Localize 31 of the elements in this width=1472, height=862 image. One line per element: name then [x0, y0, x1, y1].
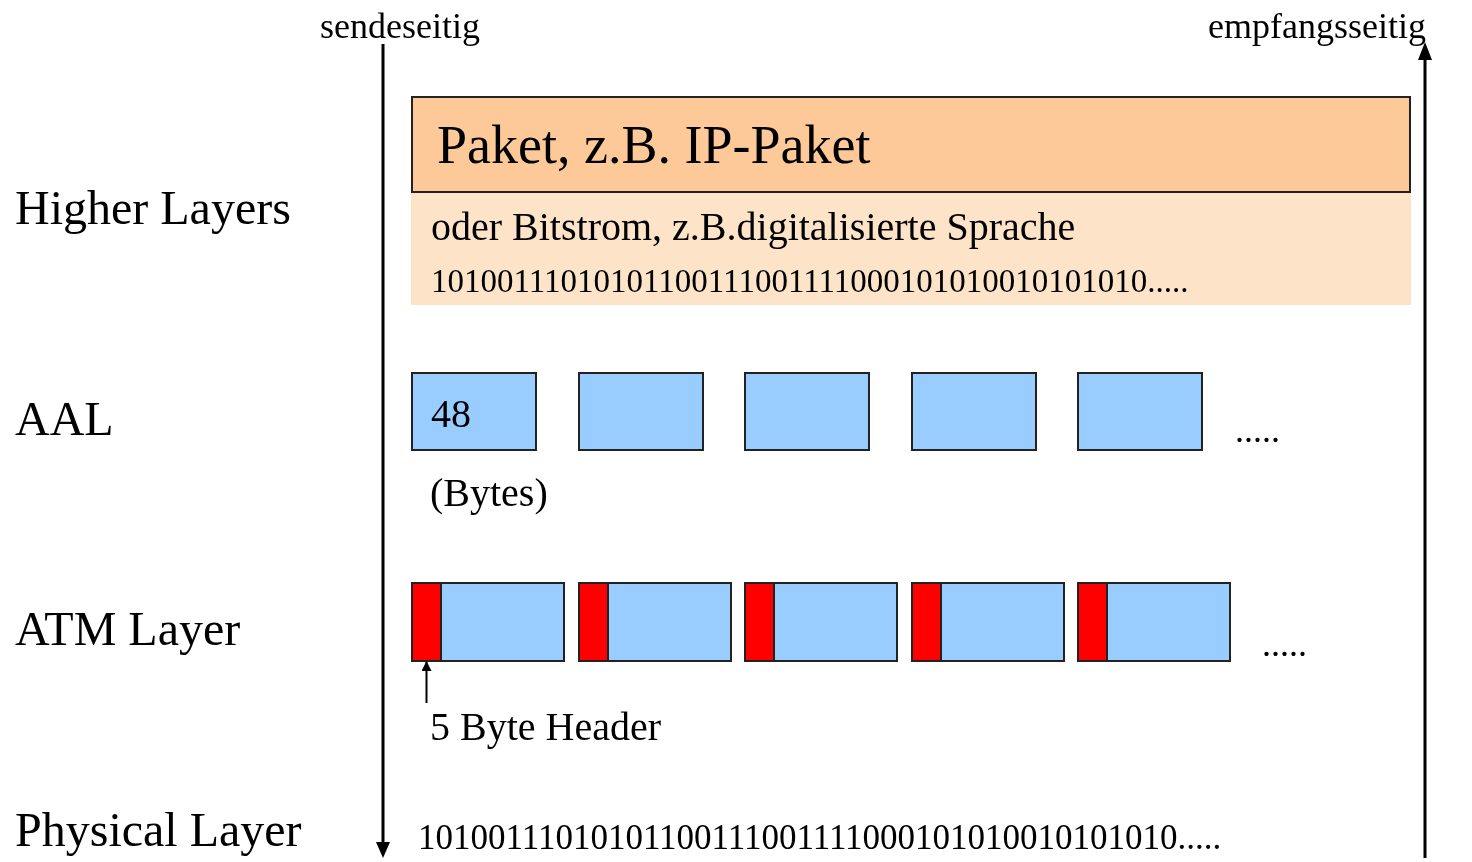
- cell-box: [911, 582, 1065, 662]
- bitstream-band: [411, 193, 1411, 305]
- packet-box: Paket, z.B. IP-Paket: [411, 96, 1411, 193]
- header-bar: [913, 584, 942, 660]
- side-label: empfangsseitig: [1208, 8, 1426, 44]
- header-bar: [580, 584, 609, 660]
- payload-box: [744, 372, 870, 451]
- layer-label: Higher Layers: [15, 184, 291, 232]
- layer-label: ATM Layer: [15, 605, 241, 653]
- layer-label: AAL: [15, 395, 114, 443]
- cell-box: [1077, 582, 1231, 662]
- payload-box: [911, 372, 1037, 451]
- layer-label: Physical Layer: [15, 806, 302, 854]
- node-text: oder Bitstrom, z.B.digitalisierte Sprache: [431, 207, 1076, 247]
- arrow: [421, 661, 432, 704]
- bit-sequence: 10100111010101100111001111000101010010101010.....: [431, 265, 1189, 298]
- payload-box: [578, 372, 704, 451]
- payload-box: [1077, 372, 1203, 451]
- payload-box: 48: [411, 372, 537, 451]
- cell-box: [744, 582, 898, 662]
- ellipsis: .....: [1235, 412, 1280, 448]
- ellipsis: .....: [1262, 626, 1307, 662]
- unit-caption: (Bytes): [430, 473, 548, 513]
- cell-box: [411, 582, 565, 662]
- header-bar: [1079, 584, 1108, 660]
- header-bar: [746, 584, 775, 660]
- header-caption: 5 Byte Header: [418, 703, 718, 753]
- cell-box: [578, 582, 732, 662]
- header-bar: [413, 584, 442, 660]
- bit-sequence: 10100111010101100111001111000101010010101010.....: [418, 820, 1222, 855]
- side-label: sendeseitig: [320, 8, 480, 44]
